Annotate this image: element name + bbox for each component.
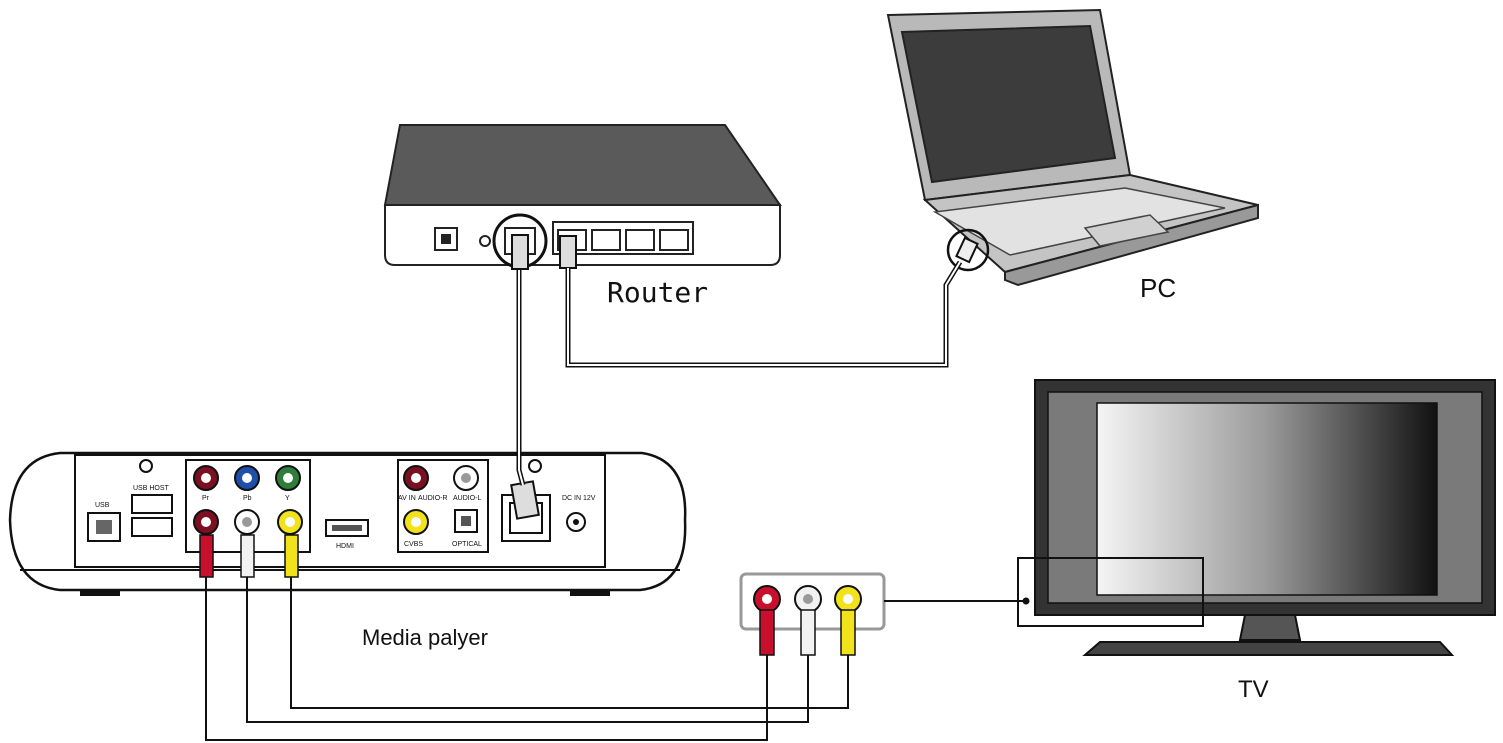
laptop-screen xyxy=(900,24,1117,184)
hdmi-label: HDMI xyxy=(336,543,354,550)
rca-connector-callout xyxy=(739,572,886,656)
dc-in-label: DC IN 12V xyxy=(562,495,596,502)
rca-plug-red xyxy=(199,534,214,578)
rj45-plug-pc xyxy=(955,236,979,264)
laptop xyxy=(886,8,1259,287)
usb-host-port-label: USB HOST xyxy=(133,485,170,492)
tv-stand-neck xyxy=(1238,614,1302,641)
cvbs-label: CVBS xyxy=(404,541,423,548)
laptop-touchpad xyxy=(1083,214,1170,247)
media-player-label: Media palyer xyxy=(362,625,488,650)
router-reset-button xyxy=(479,235,491,247)
tv xyxy=(1017,379,1496,656)
pb-label: Pb xyxy=(243,495,252,502)
pc-label: PC xyxy=(1140,273,1176,303)
pr-label: Pr xyxy=(202,495,210,502)
cables xyxy=(205,260,1026,741)
optical-label: OPTICAL xyxy=(452,541,482,548)
tv-label: TV xyxy=(1238,676,1269,703)
rca-plug-white xyxy=(240,534,255,578)
audio-r-in-label: AUDIO-R xyxy=(418,495,448,502)
usb-host-port-1 xyxy=(131,494,173,514)
usb-port-label: USB xyxy=(95,502,110,509)
laptop-ethernet-highlight xyxy=(946,228,990,272)
router-label: Router xyxy=(607,276,708,309)
av-in-label: AV IN xyxy=(398,495,416,502)
tv-stand-base xyxy=(1082,641,1455,656)
audio-l-in-label: AUDIO-L xyxy=(453,495,482,502)
tv-screen xyxy=(1096,402,1438,596)
router xyxy=(383,124,782,270)
tv-input-callout xyxy=(1017,557,1204,627)
media-player: USB USB HOST Pr Pb Y HDMI AV IN xyxy=(8,451,687,596)
rj45-plug-wan xyxy=(511,234,529,270)
rj45-plug-lan xyxy=(559,235,577,269)
y-label: Y xyxy=(285,495,290,502)
usb-host-port-2 xyxy=(131,517,173,537)
rj45-plug-media-player xyxy=(510,480,540,520)
rca-plug-yellow xyxy=(284,534,299,578)
